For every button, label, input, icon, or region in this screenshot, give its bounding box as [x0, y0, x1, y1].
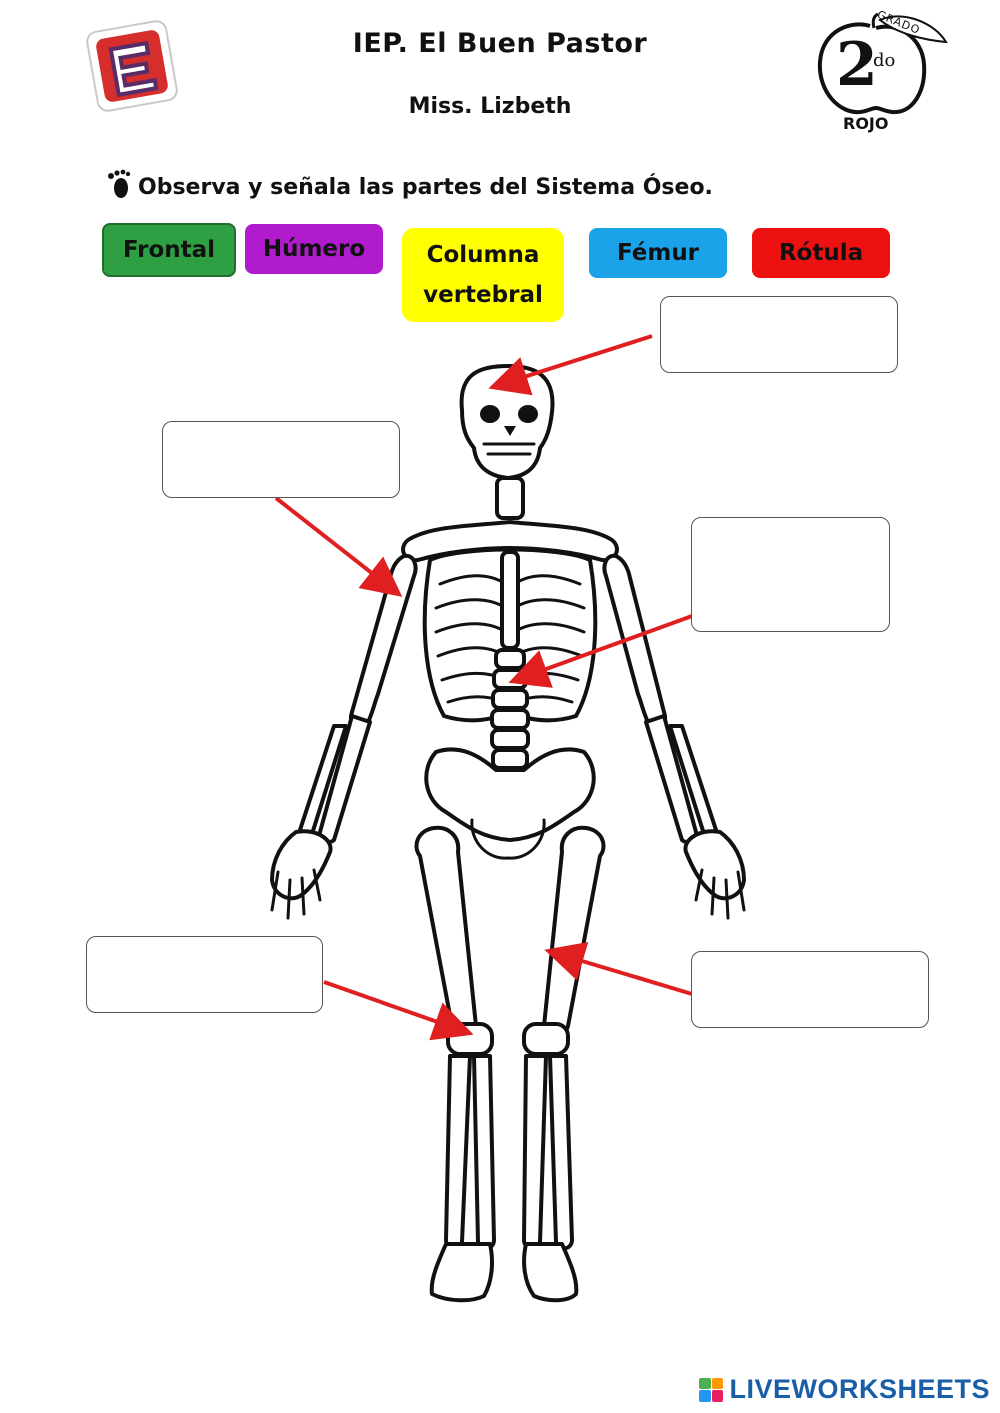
- answer-box-humero[interactable]: [162, 421, 400, 498]
- answer-box-rotula[interactable]: [86, 936, 323, 1013]
- arrow-humero: [274, 496, 403, 597]
- chip-label: Columna vertebral: [423, 242, 543, 308]
- chip-columna-vertebral[interactable]: Columna vertebral: [402, 228, 564, 322]
- arrow-rotula: [323, 980, 474, 1041]
- chip-label: Rótula: [778, 240, 864, 266]
- teacher-name: Miss. Lizbeth: [408, 94, 572, 119]
- arrow-columna: [508, 614, 693, 688]
- answer-box-columna[interactable]: [691, 517, 890, 632]
- chip-femur[interactable]: Fémur: [589, 228, 727, 278]
- chip-label: Húmero: [262, 236, 366, 262]
- footer-brand-text: LIVEWORKSHEETS: [729, 1374, 990, 1404]
- arrow-frontal: [488, 334, 653, 396]
- answer-box-femur[interactable]: [691, 951, 929, 1028]
- instruction-text: Observa y señala las partes del Sistema …: [138, 175, 713, 200]
- grade-number: 2: [836, 30, 878, 100]
- chip-rotula[interactable]: Rótula: [752, 228, 890, 278]
- school-logo: [86, 20, 178, 112]
- grade-suffix: do: [873, 50, 896, 71]
- chip-frontal[interactable]: Frontal: [102, 223, 236, 277]
- chip-label: Fémur: [616, 240, 700, 266]
- apple-icon: [817, 12, 948, 115]
- footprint-icon: [108, 169, 131, 198]
- school-title: IEP. El Buen Pastor: [352, 28, 648, 59]
- grade-section: ROJO: [843, 114, 889, 133]
- liveworksheets-logo-icon: [699, 1377, 724, 1402]
- chip-label: Frontal: [122, 237, 216, 263]
- chip-humero[interactable]: Húmero: [245, 224, 383, 274]
- answer-box-frontal[interactable]: [660, 296, 898, 373]
- arrow-femur: [544, 942, 693, 996]
- footer-brand: LIVEWORKSHEETS: [699, 1374, 990, 1405]
